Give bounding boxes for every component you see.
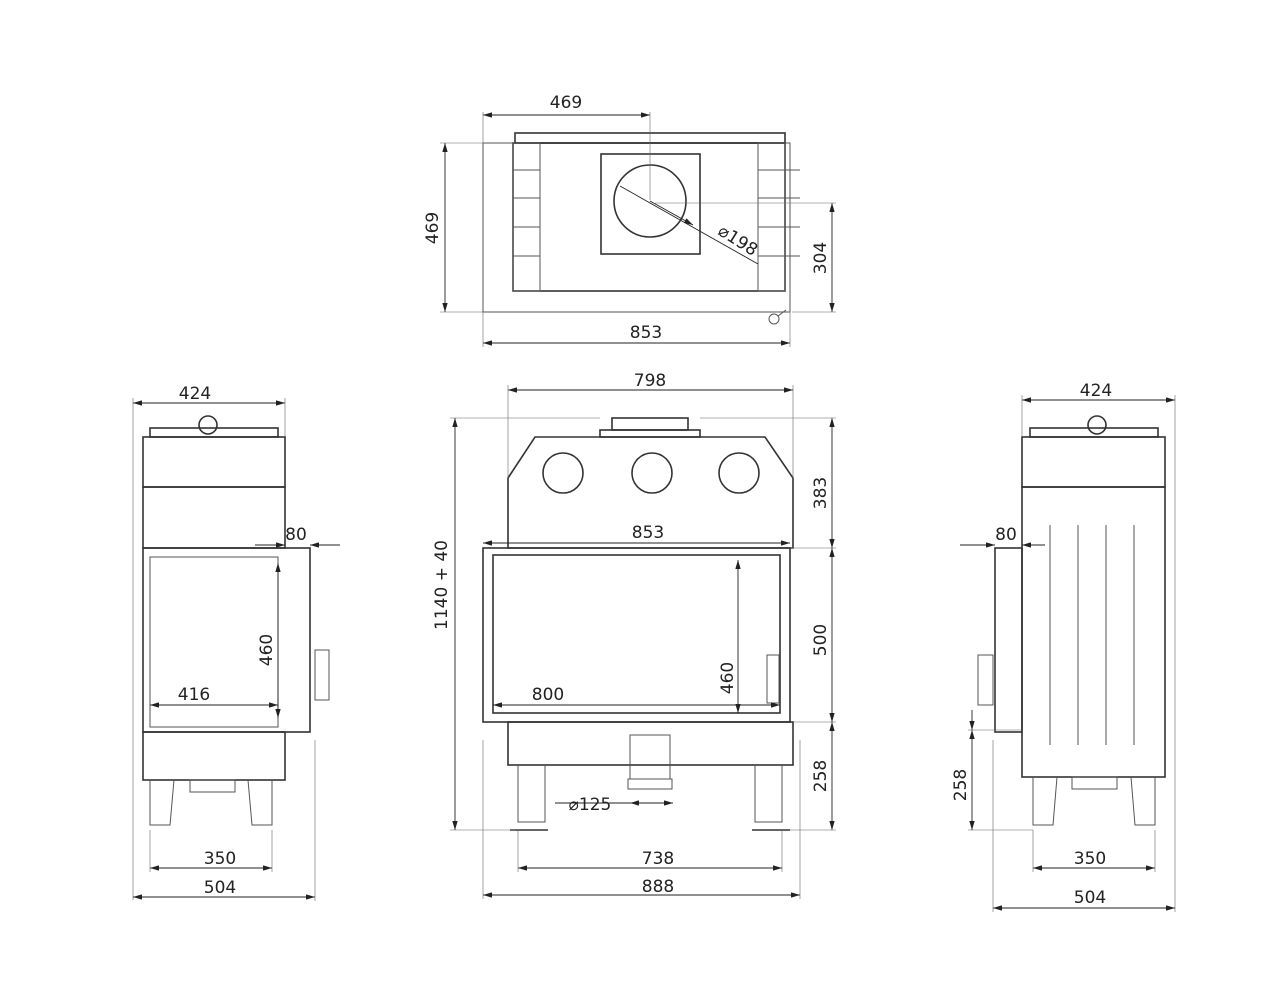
dim-front-glass-height: 460 <box>718 662 738 694</box>
dim-front-leg-spacing: 738 <box>642 849 674 869</box>
dim-front-glass-width: 800 <box>532 685 564 705</box>
dim-right-total-width: 504 <box>1074 888 1106 908</box>
dim-left-glass-width: 416 <box>178 685 210 705</box>
dim-left-leg-spacing: 350 <box>204 849 236 869</box>
dim-left-glass-height: 460 <box>257 634 277 666</box>
dim-right-door-depth: 80 <box>995 525 1017 545</box>
dim-front-upper-height: 383 <box>811 477 831 509</box>
front-view: 798 1140 + 40 383 500 258 853 460 800 ⌀1… <box>432 371 836 899</box>
dim-flue-diameter: ⌀198 <box>714 221 761 261</box>
dim-right-top-width: 424 <box>1080 381 1112 401</box>
dim-air-inlet-diameter: ⌀125 <box>569 795 612 815</box>
left-side-view: 424 80 460 416 350 504 <box>132 384 340 901</box>
dim-left-door-depth: 80 <box>285 525 307 545</box>
dim-front-total-height: 1140 + 40 <box>432 540 452 630</box>
dim-left-total-width: 504 <box>204 878 236 898</box>
dim-front-door-width: 853 <box>632 523 664 543</box>
dim-right-leg-spacing: 350 <box>1074 849 1106 869</box>
dim-front-top-width: 798 <box>634 371 666 391</box>
dim-right-base-height: 258 <box>951 769 971 801</box>
top-view: 469 469 304 853 ⌀198 <box>423 93 836 347</box>
flue-plate <box>600 153 701 255</box>
dim-top-flue-depth: 304 <box>811 242 831 274</box>
right-side-view: 424 80 258 350 504 <box>951 381 1176 912</box>
dim-front-door-height: 500 <box>811 624 831 656</box>
dim-top-width: 853 <box>630 323 662 343</box>
dim-front-total-width: 888 <box>642 877 674 897</box>
dim-top-depth: 469 <box>423 212 443 244</box>
dim-left-top-width: 424 <box>179 384 211 404</box>
dim-front-base-height: 258 <box>811 760 831 792</box>
dim-top-flue-offset: 469 <box>550 93 582 113</box>
